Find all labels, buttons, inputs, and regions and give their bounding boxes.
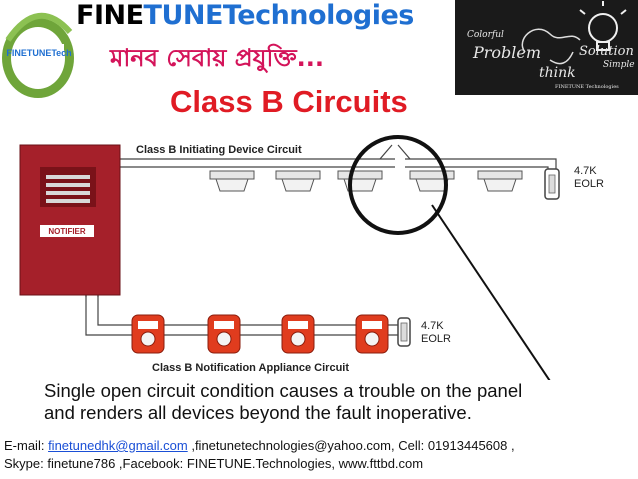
banner-solution: Solution — [579, 44, 634, 59]
smoke-detector — [275, 170, 321, 192]
notification-appliance — [281, 314, 315, 354]
eolr-top-value: 4.7K — [574, 165, 597, 177]
lightbulb-icon — [579, 1, 627, 51]
smoke-detector — [337, 170, 383, 192]
idc-label: Class B Initiating Device Circuit — [136, 144, 302, 156]
notification-appliance — [207, 314, 241, 354]
eolr-top-label: 4.7K EOLR — [574, 165, 604, 191]
eol-resistor-icon — [397, 317, 411, 347]
eol-resistor-icon — [544, 168, 560, 200]
brand-name: FINETUNETechnologies — [76, 0, 414, 31]
banner-think: think — [539, 65, 576, 81]
email-label: E-mail: — [4, 438, 49, 453]
email-link[interactable]: finetunedhk@gmail.com — [48, 438, 188, 453]
banner-colorful: Colorful — [467, 30, 504, 40]
fire-alarm-control-panel: NOTIFIER — [19, 144, 121, 296]
caption-line-2: and renders all devices beyond the fault… — [44, 402, 472, 423]
banner-brand: FINETUNE Technologies — [555, 84, 619, 90]
eolr-top-text: EOLR — [574, 178, 604, 190]
smoke-detector — [477, 170, 523, 192]
footer-line-1: E-mail: finetunedhk@gmail.com ,finetunet… — [4, 437, 638, 455]
company-logo: FINETUNETech — [2, 13, 74, 98]
class-b-circuit-diagram: NOTIFIER — [19, 135, 560, 380]
nac-label: Class B Notification Appliance Circuit — [152, 362, 350, 374]
bengali-tagline: মানব সেবায় প্রযুক্তি... — [110, 44, 324, 72]
idc-wiring — [85, 144, 557, 297]
fault-highlight-circle — [348, 135, 448, 235]
chalk-drawing — [455, 0, 638, 95]
brand-part-technologies: Technologies — [222, 0, 414, 31]
fault-pointer-line — [431, 204, 551, 380]
footer-line-1-rest: ,finetunetechnologies@yahoo.com, Cell: 0… — [187, 438, 515, 453]
slide-caption: Single open circuit condition causes a t… — [44, 380, 634, 424]
logo-text: FINETUNETech — [6, 48, 71, 58]
slide-title: Class B Circuits — [170, 84, 408, 119]
eolr-bottom-text: EOLR — [421, 333, 451, 345]
notification-appliance — [131, 314, 165, 354]
panel-brand-label: NOTIFIER — [48, 227, 86, 236]
footer-line-2: Skype: finetune786 ,Facebook: FINETUNE.T… — [4, 456, 424, 471]
eolr-bottom-value: 4.7K — [421, 320, 444, 332]
problem-solution-banner: Colorful Problem Solution Simple think F… — [455, 0, 638, 95]
smoke-detector — [209, 170, 255, 192]
notification-appliance — [355, 314, 389, 354]
banner-problem: Problem — [473, 43, 542, 62]
eolr-bottom-label: 4.7K EOLR — [421, 320, 451, 346]
brand-part-fine: FINE — [76, 0, 144, 31]
brand-part-tune: TUNE — [143, 0, 224, 31]
contact-footer: E-mail: finetunedhk@gmail.com ,finetunet… — [4, 437, 638, 473]
banner-simple: Simple — [603, 60, 635, 70]
caption-line-1: Single open circuit condition causes a t… — [44, 380, 523, 401]
